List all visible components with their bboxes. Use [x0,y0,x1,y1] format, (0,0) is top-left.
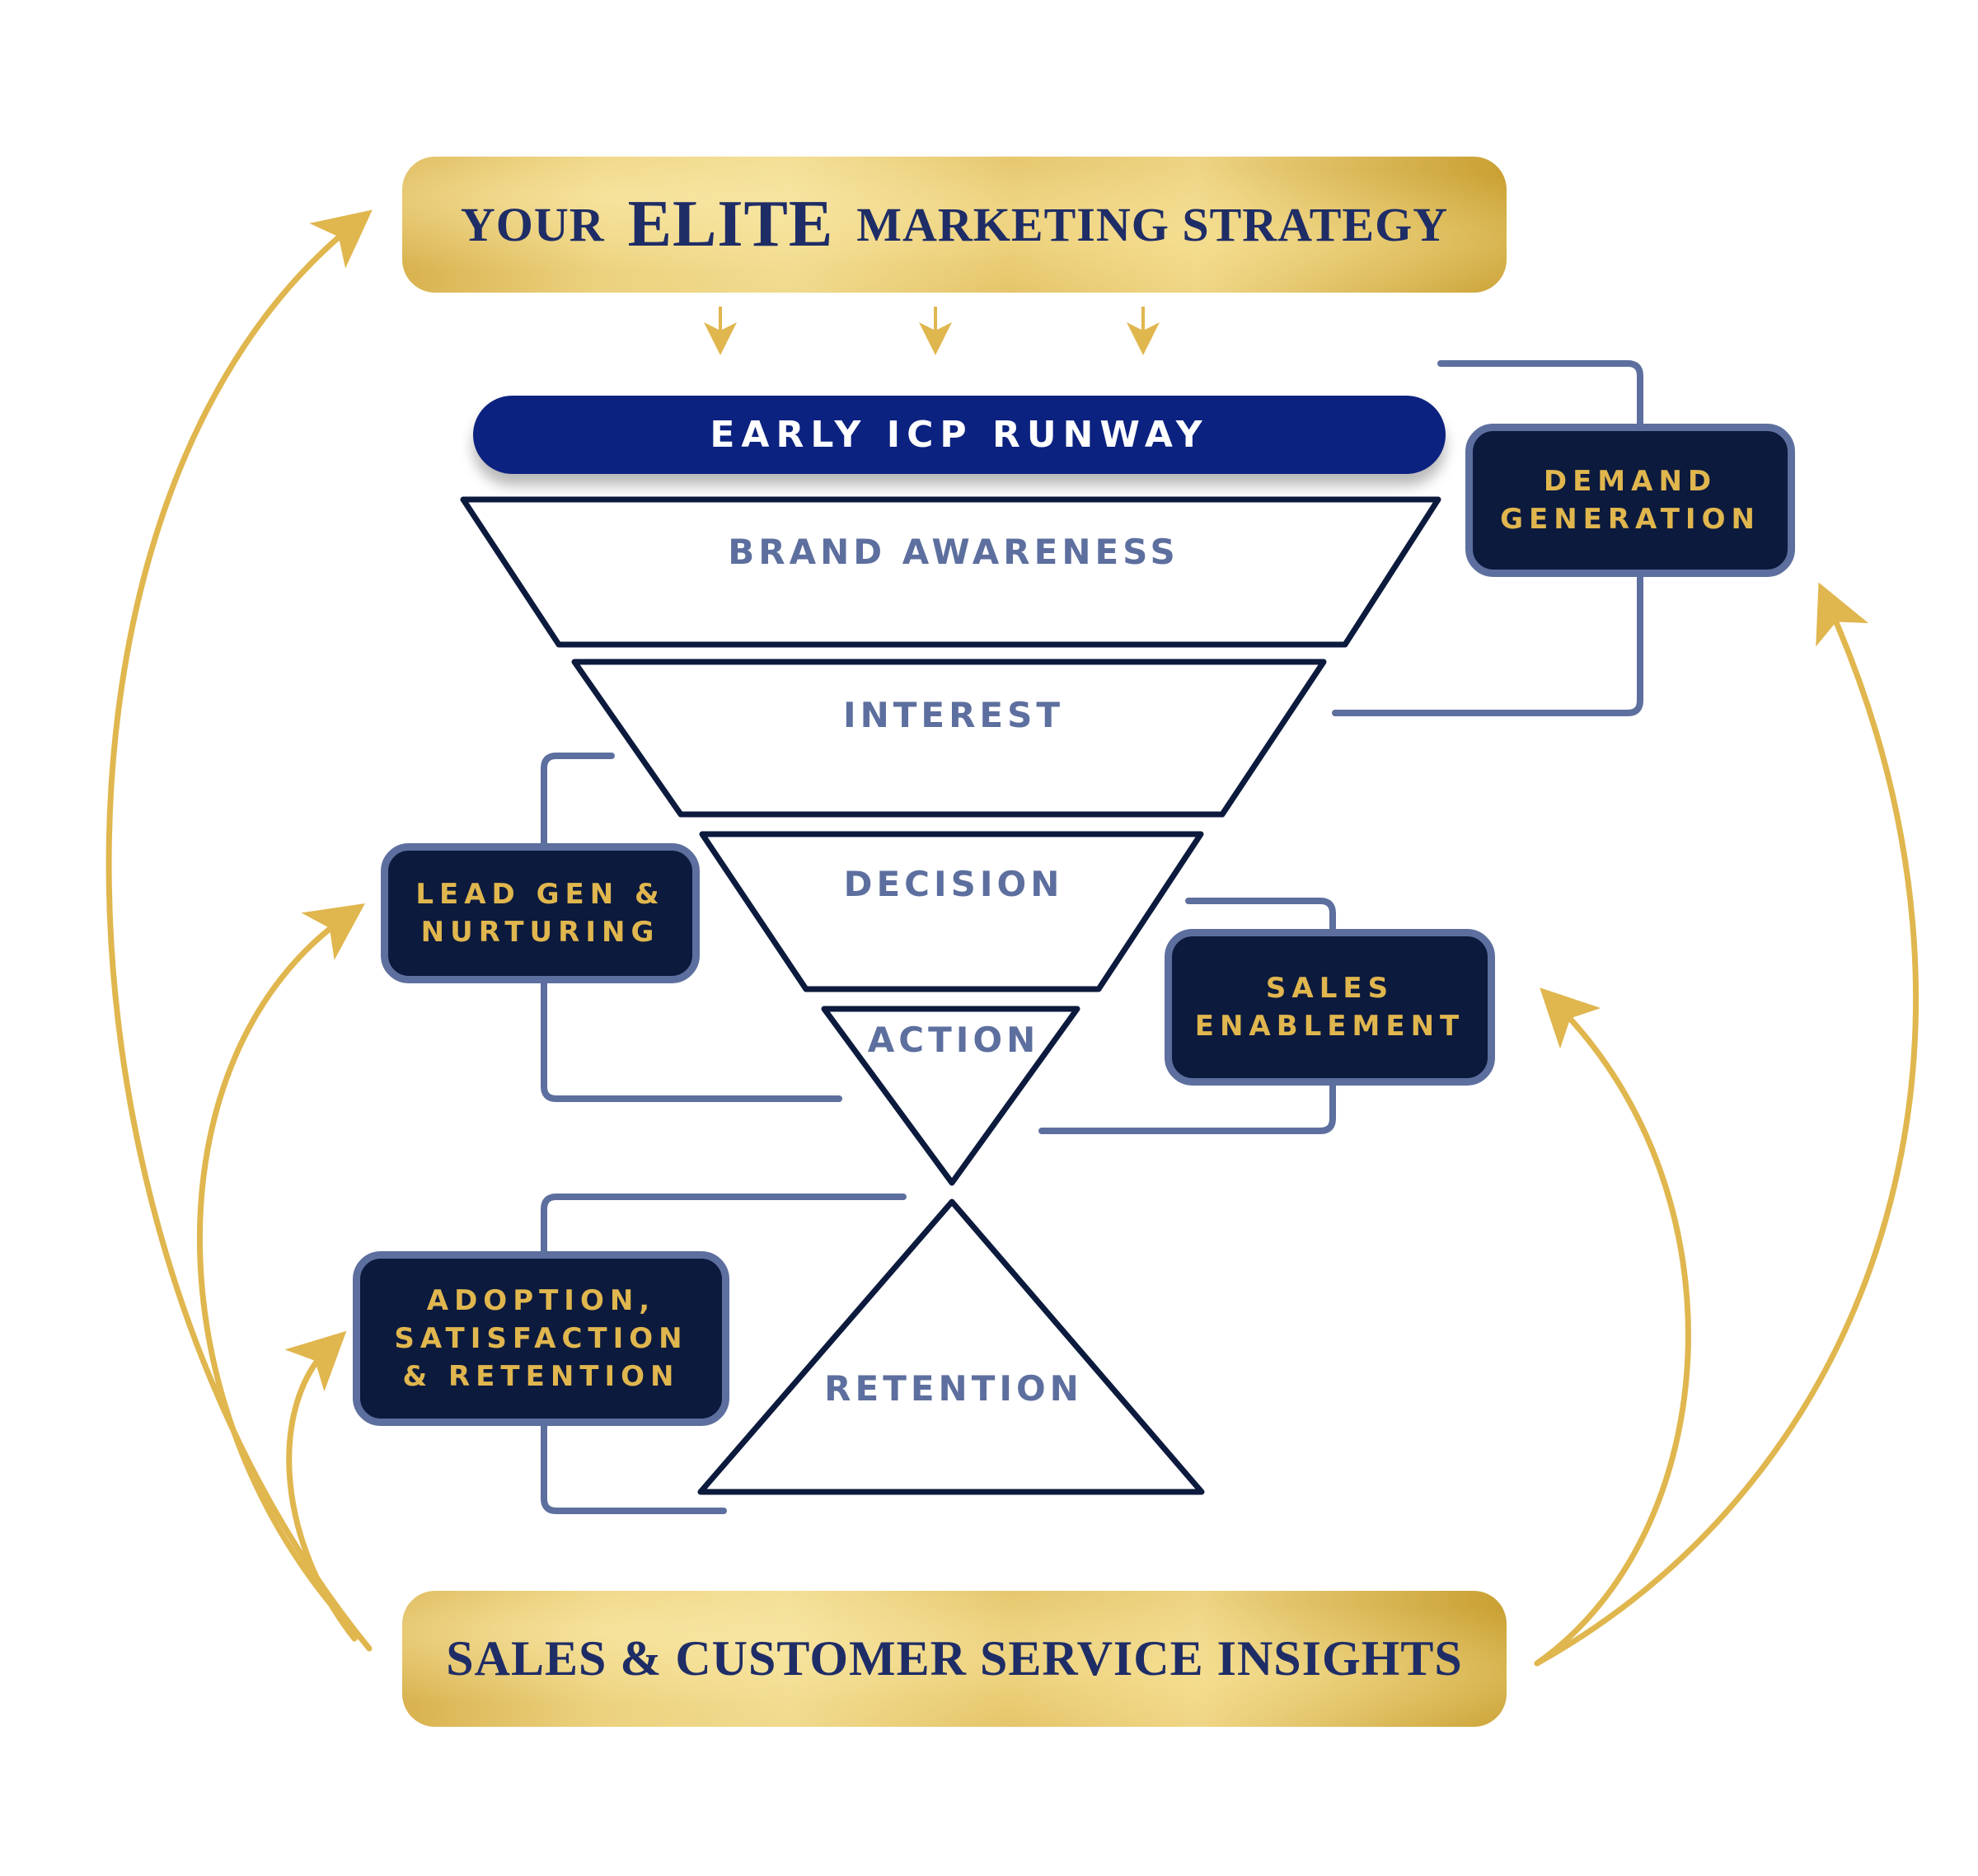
demand-generation-line-1: DEMAND [1543,465,1718,498]
sales-enablement-box[interactable]: SALES ENABLEMENT [1165,929,1495,1086]
funnel-stage-decision[interactable] [699,831,1204,992]
stage-label-decision: DECISION [843,864,1064,904]
strategy-banner: YOUR ELITE MARKETING STRATEGY [402,157,1507,293]
adoption-line-1: ADOPTION, [426,1284,656,1317]
funnel-stage-retention[interactable] [697,1198,1205,1495]
stage-label-interest: INTEREST [842,695,1065,735]
demand-generation-line-2: GENERATION [1500,503,1760,536]
strategy-title-emphasis: ELITE [627,188,834,260]
runway-label: EARLY ICP RUNWAY [710,414,1209,456]
lead-gen-box[interactable]: LEAD GEN & NURTURING [381,843,700,983]
lead-gen-line-2: NURTURING [420,916,660,949]
feedback-arrow-to-adoption [284,1330,358,1642]
sales-enablement-line-1: SALES [1265,972,1394,1005]
stage-label-brand-awareness: BRAND AWARENESS [728,532,1179,572]
feedback-arrow-to-sales-enablement [1534,987,1691,1667]
insights-banner: SALES & CUSTOMER SERVICE INSIGHTS [402,1591,1507,1727]
adoption-box[interactable]: ADOPTION, SATISFACTION & RETENTION [353,1251,729,1426]
lead-gen-line-1: LEAD GEN & [415,878,665,911]
feedback-arrows [105,209,1919,1667]
early-icp-runway[interactable]: EARLY ICP RUNWAY [473,396,1446,474]
stage-label-retention: RETENTION [824,1368,1083,1409]
funnel-stage-action[interactable] [821,1006,1080,1186]
funnel-stage-interest[interactable] [571,659,1327,818]
down-arrows [704,307,1160,355]
funnel-stage-brand-awareness[interactable] [460,496,1441,648]
insights-label: SALES & CUSTOMER SERVICE INSIGHTS [446,1631,1463,1686]
adoption-line-3: & RETENTION [402,1360,680,1393]
strategy-title-suffix: MARKETING STRATEGY [856,198,1449,251]
feedback-arrow-to-strategy [105,209,373,1652]
strategy-title-prefix: YOUR [460,198,605,251]
demand-generation-box[interactable]: DEMAND GENERATION [1465,424,1795,577]
stage-label-action: ACTION [867,1020,1040,1060]
funnel [460,496,1441,1495]
sales-enablement-line-2: ENABLEMENT [1194,1010,1465,1043]
feedback-arrow-to-lead-gen [197,903,366,1644]
feedback-arrow-to-demand-generation [1534,582,1919,1667]
adoption-line-2: SATISFACTION [394,1322,688,1355]
